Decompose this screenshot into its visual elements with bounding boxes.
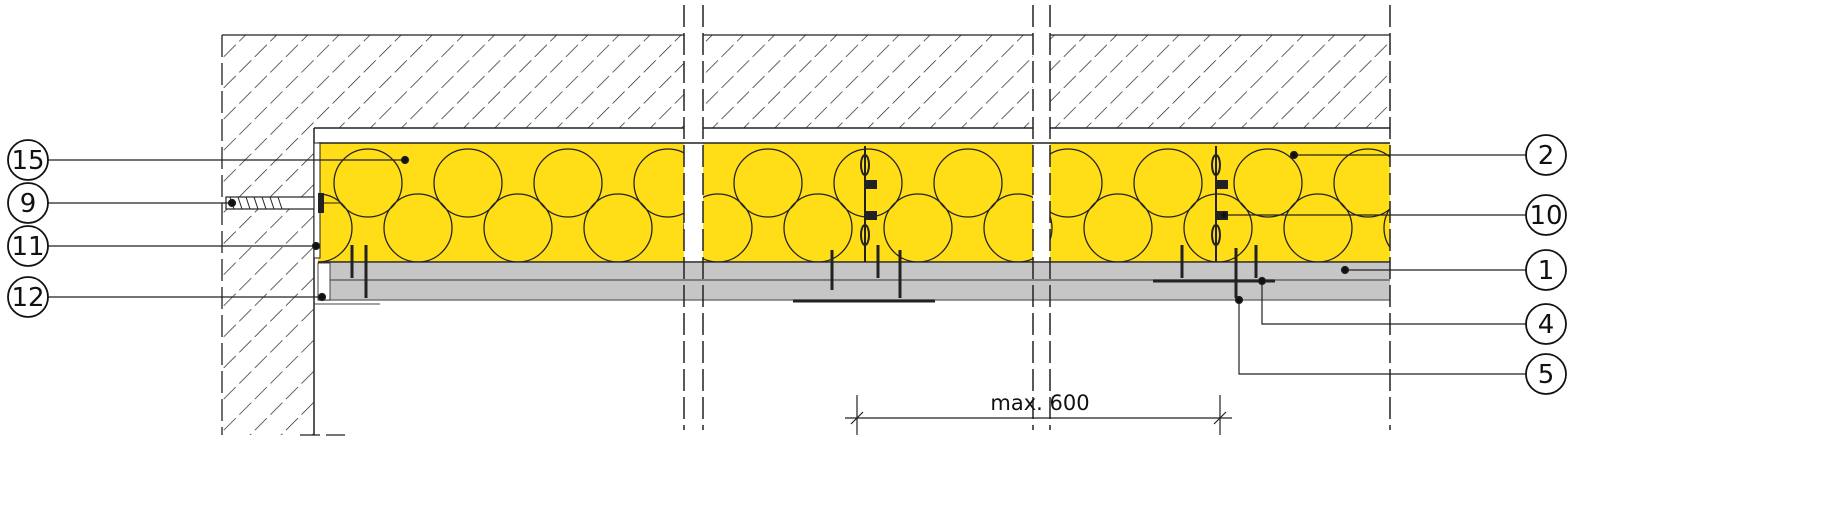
plasterboard-layers: [314, 262, 1390, 305]
callout-11: 11: [7, 225, 49, 267]
callout-12: 12: [7, 276, 49, 318]
callout-4: 4: [1525, 303, 1567, 345]
callout-10: 10: [1525, 194, 1567, 236]
callout-15: 15: [7, 139, 49, 181]
concrete-wall: [221, 35, 345, 436]
callout-1: 1: [1525, 249, 1567, 291]
callout-9: 9: [7, 182, 49, 224]
callout-label: 11: [11, 232, 44, 262]
callout-5: 5: [1525, 353, 1567, 395]
callout-label: 4: [1538, 310, 1555, 340]
dimension-line: max. 600: [845, 391, 1232, 435]
concrete-slab: [222, 34, 1390, 129]
callout-label: 1: [1538, 256, 1555, 286]
break-lines: [683, 5, 1391, 430]
dimension-label: max. 600: [990, 391, 1089, 415]
callout-2: 2: [1525, 134, 1567, 176]
callout-label: 5: [1538, 360, 1555, 390]
mineral-wool-insulation: [318, 142, 1390, 263]
hanger-left: [860, 146, 877, 262]
screws: [350, 245, 1258, 298]
callout-label: 2: [1538, 141, 1555, 171]
profile-plates: [793, 279, 1275, 303]
leader-lines: [48, 150, 1526, 375]
callout-label: 15: [11, 146, 44, 176]
callout-label: 10: [1529, 201, 1562, 231]
callout-label: 12: [11, 283, 44, 313]
callout-label: 9: [20, 189, 37, 219]
